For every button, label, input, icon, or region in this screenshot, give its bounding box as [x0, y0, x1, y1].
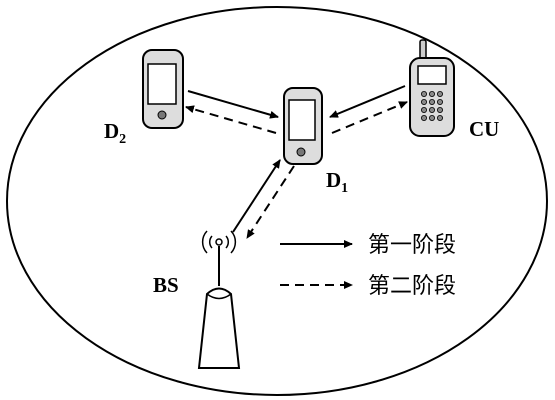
link-d1-to-d2-stage2 [185, 105, 277, 134]
link-bs-to-d1-stage1 [232, 159, 281, 233]
legend: 第一阶段 第二阶段 [280, 233, 456, 299]
cell-boundary [6, 6, 548, 396]
device-d2-icon [142, 49, 184, 129]
device-d1-icon [283, 87, 323, 165]
legend-stage1-label: 第一阶段 [368, 233, 456, 258]
link-d1-to-cu-stage2 [331, 101, 408, 134]
label-d2: D2 [104, 119, 126, 147]
cellular-user-phone-icon [409, 39, 455, 137]
link-cu-to-d1-stage1 [329, 85, 406, 118]
label-bs: BS [153, 273, 179, 297]
label-cu: CU [469, 117, 499, 141]
link-d2-to-d1-stage1 [187, 90, 279, 119]
base-station-tower-icon [197, 230, 241, 369]
link-d1-to-bs-stage2 [246, 165, 295, 239]
legend-stage2-label: 第二阶段 [368, 274, 456, 299]
label-d1: D1 [326, 168, 348, 196]
